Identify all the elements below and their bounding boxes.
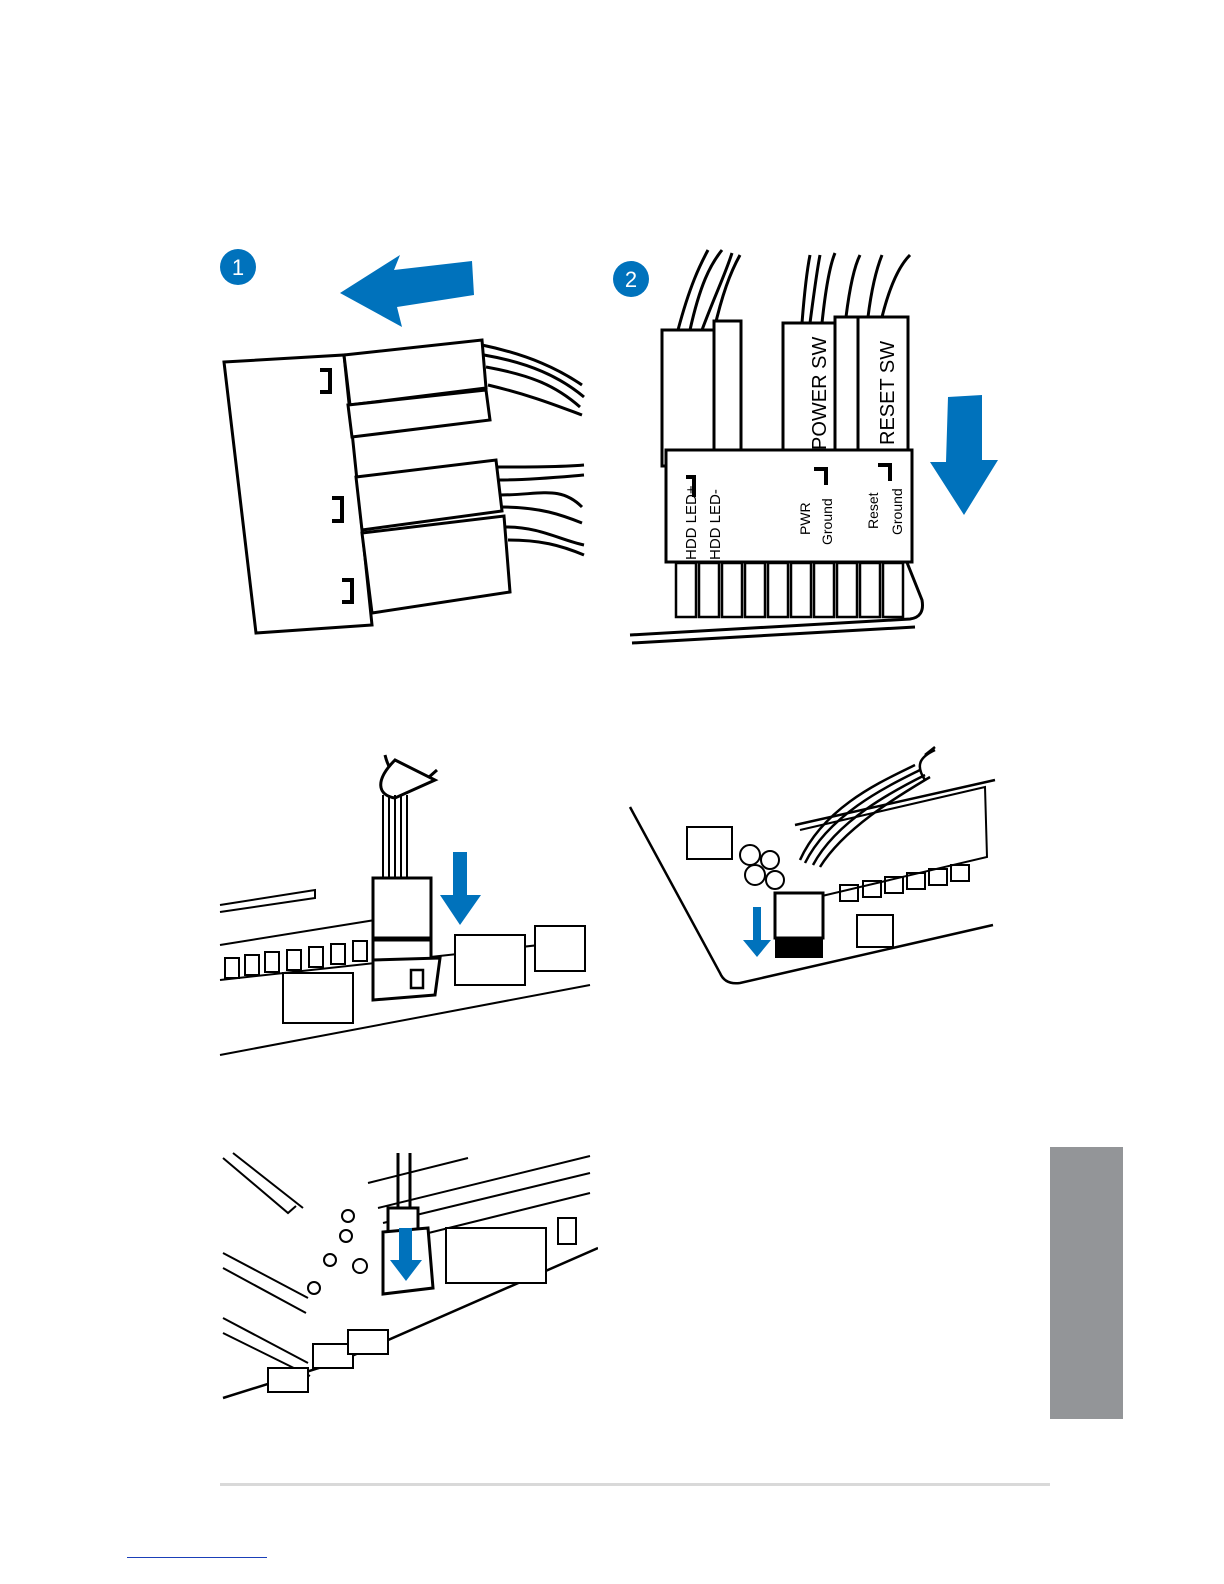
figure-step1-connector: 1 [210, 245, 600, 645]
label-hdd-led-minus: HDD LED- [707, 489, 724, 560]
label-reset-ground: Ground [889, 488, 905, 535]
label-power-sw: POWER SW [809, 337, 831, 450]
chapter-side-tab [1050, 1147, 1123, 1419]
label-hdd-led-plus: HDD LED+ [683, 485, 700, 560]
arrow-down-icon [440, 852, 481, 925]
header-pins [676, 563, 903, 617]
label-pwr: PWR [797, 502, 813, 535]
figure-step2-front-panel: 2 POWER SW RESET SW HDD LED [610, 245, 1010, 655]
figure-corner-header [625, 745, 1005, 995]
footer-divider [220, 1483, 1050, 1486]
arrow-down-icon [930, 395, 998, 515]
figure-usb-header [215, 740, 595, 1060]
label-reset-sw: RESET SW [877, 341, 899, 445]
figure-usb3-header [218, 1148, 598, 1403]
label-pwr-ground: Ground [819, 498, 835, 545]
footer-underline [127, 1557, 267, 1558]
corner-plug [775, 893, 823, 938]
arrow-down-icon [743, 907, 771, 957]
label-reset: Reset [865, 492, 881, 529]
step1-badge-label: 1 [232, 255, 244, 280]
usb-plug [373, 878, 431, 938]
arrow-left-icon [340, 255, 474, 327]
step2-badge-label: 2 [625, 267, 637, 292]
